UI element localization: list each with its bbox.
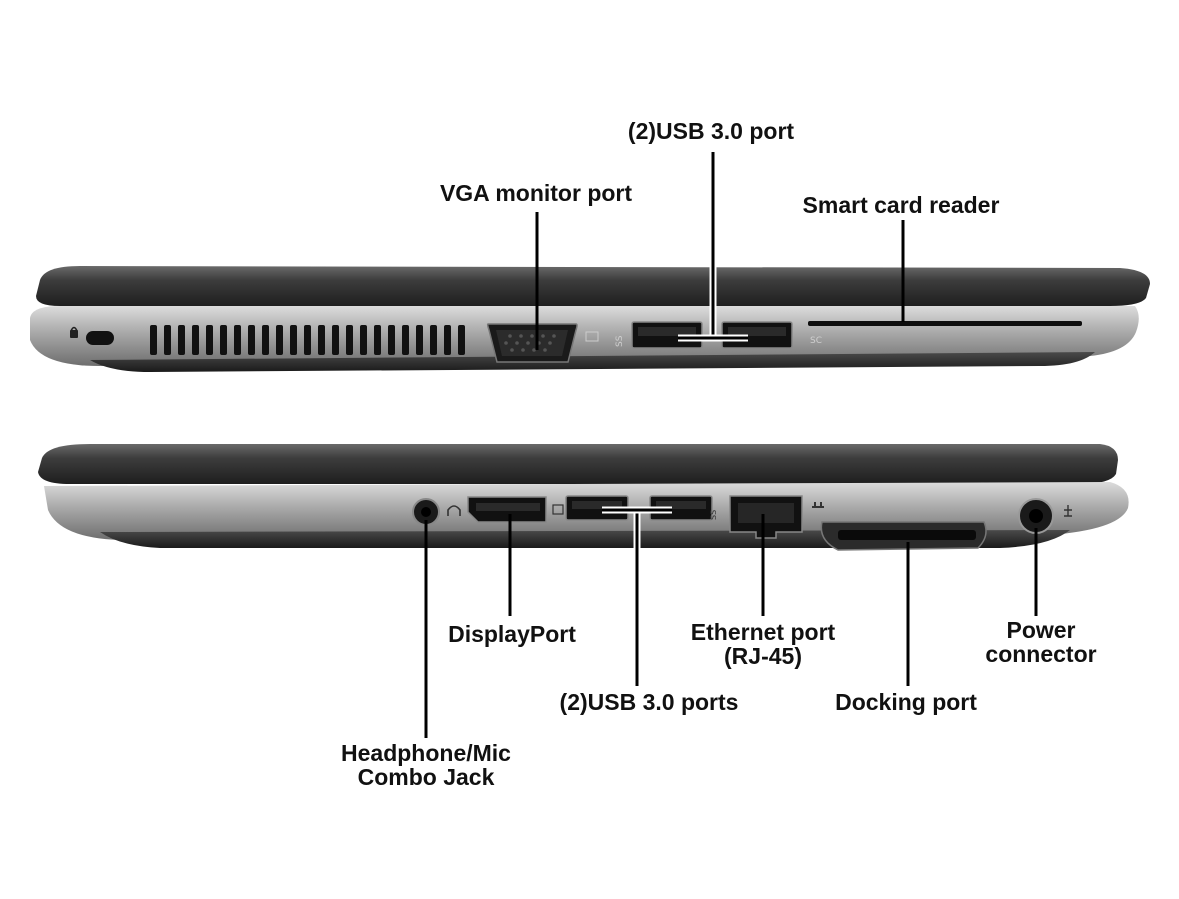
vga-pin (530, 334, 534, 338)
vent-slot (150, 325, 157, 355)
smart-card-slot (808, 321, 1082, 326)
vga-pin (504, 341, 508, 345)
usb-ss-marking-right: SS (709, 510, 718, 520)
vent-slot (192, 325, 199, 355)
vga-pin (508, 334, 512, 338)
vent-slot (220, 325, 227, 355)
label-power: Power connector (970, 618, 1112, 666)
label-ethernet-line1: Ethernet port (690, 619, 836, 645)
usb-ss-marking: SS (615, 335, 625, 347)
vga-pin (526, 341, 530, 345)
label-usb-right: (2)USB 3.0 ports (559, 689, 739, 715)
vga-pin (515, 341, 519, 345)
label-headphone-line2: Combo Jack (357, 764, 495, 790)
monitor-icon (585, 331, 599, 342)
lid-top-right (38, 444, 1118, 484)
vent-slot (262, 325, 269, 355)
security-lock-slot (86, 331, 114, 345)
displayport-icon (552, 504, 564, 515)
label-displayport: DisplayPort (448, 621, 576, 647)
vent-slot (360, 325, 367, 355)
vent-slot (332, 325, 339, 355)
network-icon (812, 502, 824, 508)
base-left (90, 352, 1095, 372)
label-power-line2: connector (985, 641, 1097, 667)
vent-slot (444, 325, 451, 355)
power-icon (1064, 505, 1072, 517)
vent-slot (234, 325, 241, 355)
vent-slot (430, 325, 437, 355)
vent-slot (346, 325, 353, 355)
label-ethernet: Ethernet port (RJ-45) (670, 620, 856, 668)
leader-lines-left (535, 152, 905, 350)
vent-slot (290, 325, 297, 355)
lid-top (36, 266, 1150, 306)
vent-slot (206, 325, 213, 355)
vent-slot (178, 325, 185, 355)
vent-slot (402, 325, 409, 355)
label-ethernet-line2: (RJ-45) (724, 643, 802, 669)
vga-pin (543, 348, 547, 352)
vent-slot (318, 325, 325, 355)
vga-pin (510, 348, 514, 352)
vent-slot (458, 325, 465, 355)
label-power-line1: Power (1006, 617, 1076, 643)
label-headphone-line1: Headphone/Mic (341, 740, 511, 766)
vga-pin (519, 334, 523, 338)
label-smart-card: Smart card reader (802, 192, 1000, 218)
vent-slot (164, 325, 171, 355)
vent-grille (150, 325, 465, 355)
vga-pin (552, 334, 556, 338)
lock-icon (70, 330, 78, 338)
vga-pin (521, 348, 525, 352)
label-headphone: Headphone/Mic Combo Jack (316, 741, 536, 789)
headphone-icon (447, 505, 461, 516)
label-usb-left: (2)USB 3.0 port (627, 118, 795, 144)
vent-slot (248, 325, 255, 355)
laptop-left-side: SS SC (30, 266, 1150, 372)
vent-slot (374, 325, 381, 355)
vga-pin (548, 341, 552, 345)
leader-lines-right (424, 506, 1038, 738)
vga-pin (541, 334, 545, 338)
vga-pin (532, 348, 536, 352)
label-vga: VGA monitor port (439, 180, 633, 206)
vent-slot (304, 325, 311, 355)
vent-slot (388, 325, 395, 355)
vent-slot (276, 325, 283, 355)
vent-slot (416, 325, 423, 355)
label-docking: Docking port (835, 689, 977, 715)
laptop-right-side: SS (38, 444, 1129, 551)
smart-card-marking: SC (810, 336, 822, 346)
